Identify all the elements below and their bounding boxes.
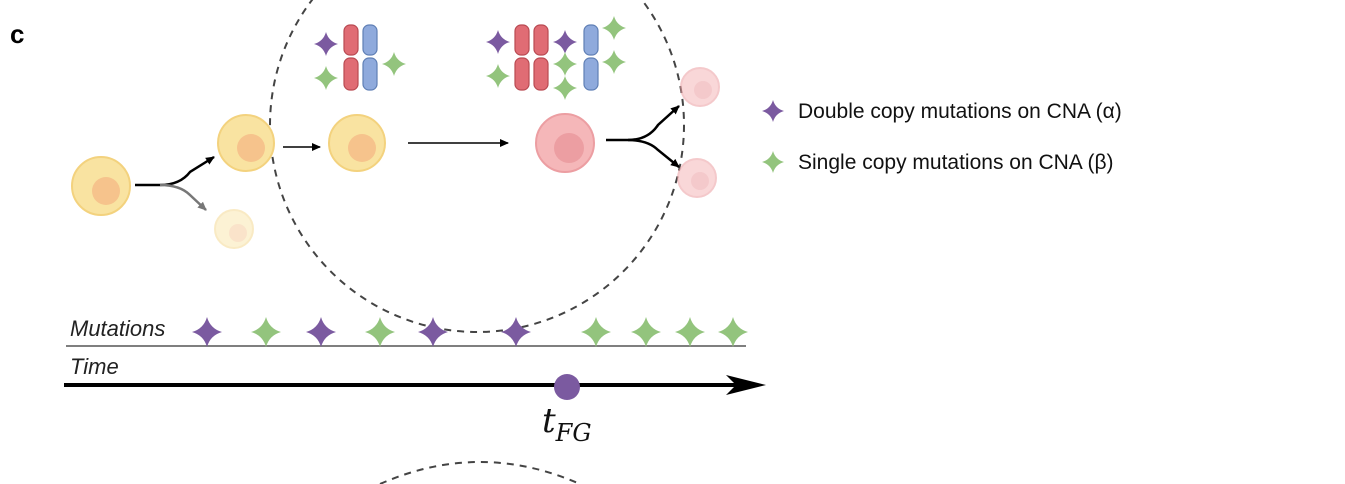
- double-copy-mutation-icon: [314, 32, 338, 56]
- tfg-label-sub: FG: [555, 419, 592, 447]
- clone-boundary-circle: [269, 0, 685, 333]
- legend-single-copy-star: [762, 151, 784, 173]
- panel-label: c: [10, 19, 24, 49]
- progeny-cell-bottom: [677, 158, 717, 198]
- single-copy-mutation-icon: [553, 76, 577, 100]
- single-copy-mutation-icon: [486, 64, 510, 88]
- timeline-single-copy-mutation: [631, 317, 661, 347]
- cell-post-cna: [535, 113, 595, 173]
- double-copy-mutation-icon: [553, 30, 577, 54]
- timeline-single-copy-mutation: [365, 317, 395, 347]
- legend-double-copy-label: Double copy mutations on CNA (α): [798, 100, 1122, 123]
- chromosome-red-pre: [343, 24, 359, 91]
- legend-double-copy-icon: [762, 100, 784, 122]
- tfg-event-marker: [554, 374, 580, 400]
- chromosome-red-post-1: [514, 24, 530, 91]
- single-copy-mutation-icon: [553, 52, 577, 76]
- timeline-double-copy-mutation: [306, 317, 336, 347]
- timeline-double-copy-mutation: [192, 317, 222, 347]
- cell-pre-cna: [328, 114, 386, 172]
- daughter-cell-dying: [214, 209, 254, 249]
- timeline-double-copy-mutation: [501, 317, 531, 347]
- tfg-label-main: t: [542, 401, 556, 441]
- mutation-markers: [192, 317, 748, 347]
- timeline-single-copy-mutation: [251, 317, 281, 347]
- timeline-single-copy-mutation: [675, 317, 705, 347]
- double-copy-mutation-icon: [486, 30, 510, 54]
- time-axis-arrowhead: [726, 375, 766, 395]
- daughter-cell-surviving: [217, 114, 275, 172]
- legend-single-copy-label: Single copy mutations on CNA (β): [798, 151, 1114, 174]
- division-arrows: [135, 105, 680, 211]
- timeline-single-copy-mutation: [581, 317, 611, 347]
- mutations-axis-label: Mutations: [70, 316, 165, 341]
- single-copy-mutation-icon: [602, 50, 626, 74]
- ancestral-cell: [71, 156, 131, 216]
- progeny-cell-top: [680, 67, 720, 107]
- timeline-single-copy-mutation: [718, 317, 748, 347]
- legend-single-copy-icon: [762, 151, 784, 173]
- chromosome-group: [343, 24, 599, 91]
- timeline-double-copy-mutation: [418, 317, 448, 347]
- chromosome-blue-pre: [362, 24, 378, 91]
- legend-double-copy-star: [762, 100, 784, 122]
- chromosome-blue-post: [583, 24, 599, 91]
- single-copy-mutation-icon: [314, 66, 338, 90]
- legend: Double copy mutations on CNA (α) Single …: [762, 100, 1122, 174]
- tfg-label: tFG: [542, 401, 592, 447]
- lower-clone-boundary-arc: [379, 461, 581, 484]
- single-copy-mutation-icon: [602, 16, 626, 40]
- chromosome-red-post-2: [533, 24, 549, 91]
- time-axis-label: Time: [70, 354, 119, 379]
- single-copy-mutation-icon: [382, 52, 406, 76]
- chromosome-mutation-stars: [314, 16, 626, 100]
